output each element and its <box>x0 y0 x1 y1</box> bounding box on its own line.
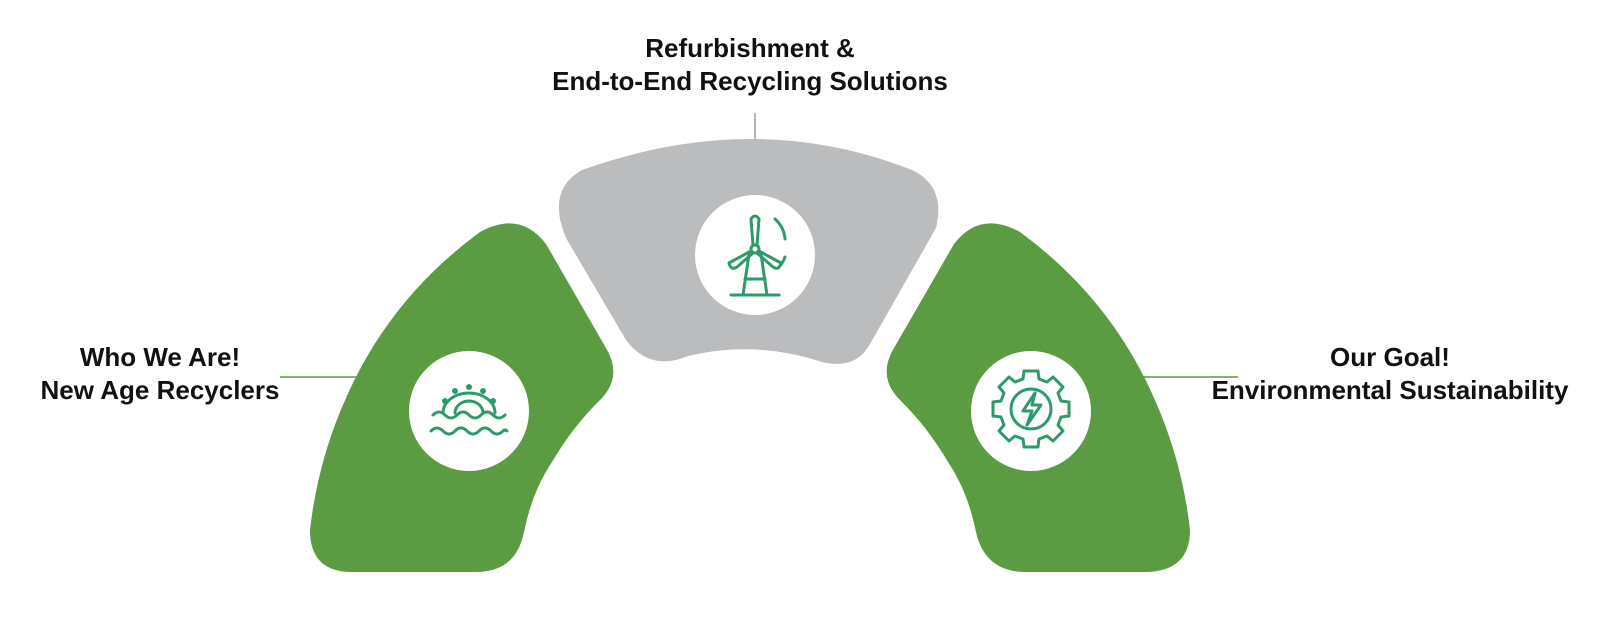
segment-right-subtitle: Environmental Sustainability <box>1211 375 1569 405</box>
segment-left-title: Who We Are! <box>79 342 241 372</box>
segment-right-label: Our Goal! Environmental Sustainability <box>1180 341 1600 407</box>
segment-top-subtitle: End-to-End Recycling Solutions <box>552 66 948 96</box>
gear-lightning-icon <box>991 369 1071 449</box>
icon-circle-top <box>695 195 815 315</box>
segment-left-label: Who We Are! New Age Recyclers <box>10 341 310 407</box>
wind-turbine-icon <box>727 214 787 297</box>
icon-circle-left <box>409 351 529 471</box>
segment-right-title: Our Goal! <box>1330 342 1450 372</box>
segment-top-title: Refurbishment & <box>645 33 855 63</box>
segment-left-subtitle: New Age Recyclers <box>40 375 280 405</box>
segment-top-label: Refurbishment & End-to-End Recycling Sol… <box>440 32 1060 98</box>
sun-over-waves-icon <box>429 384 509 436</box>
